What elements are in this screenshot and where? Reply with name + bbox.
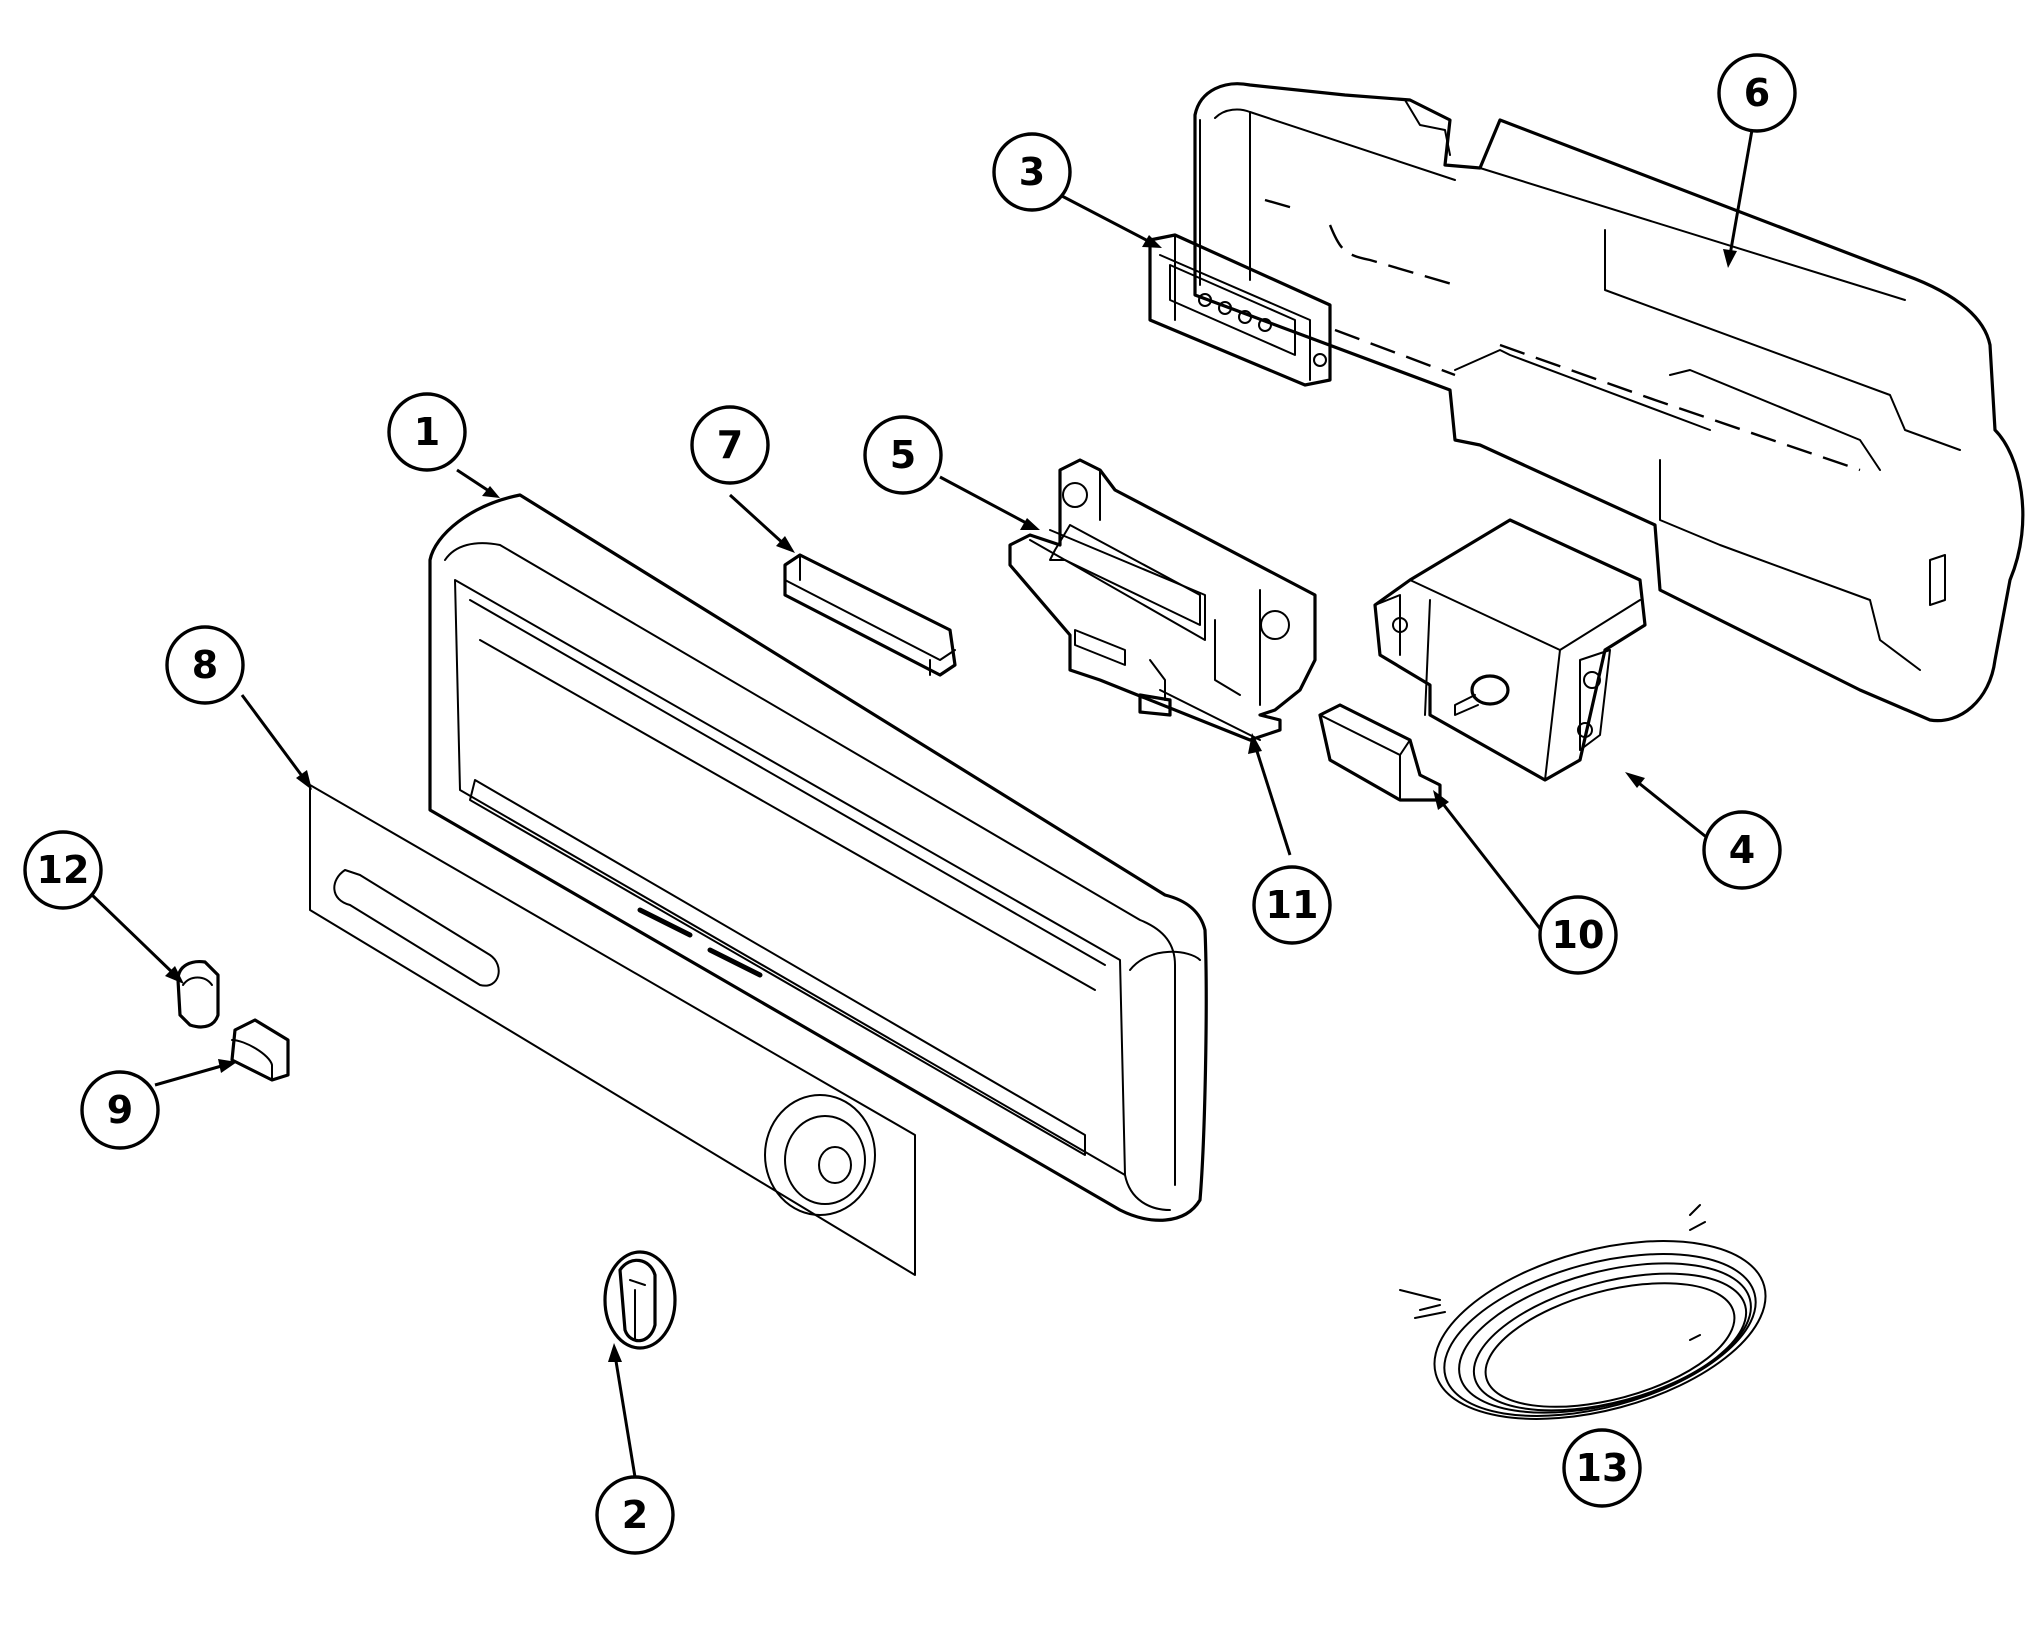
callout-label-12: 12	[37, 848, 90, 892]
callout-1: 1	[387, 392, 467, 472]
button-cap-part	[176, 959, 220, 1029]
callout-label-10: 10	[1552, 913, 1605, 957]
callout-4: 4	[1702, 810, 1782, 890]
callout-label-2: 2	[622, 1493, 648, 1537]
terminal-block-part	[1148, 233, 1332, 387]
callout-label-5: 5	[890, 433, 916, 477]
timer-part	[1373, 518, 1647, 782]
callout-label-4: 4	[1729, 828, 1755, 872]
push-button-part	[230, 1018, 290, 1082]
panel-overlay-part	[309, 784, 916, 1276]
callout-5: 5	[863, 415, 943, 495]
switch-part	[1318, 703, 1442, 802]
callout-8: 8	[165, 625, 245, 705]
callout-11: 11	[1252, 865, 1332, 945]
callout-label-1: 1	[414, 410, 440, 454]
callout-label-6: 6	[1744, 71, 1770, 115]
callout-label-3: 3	[1019, 150, 1045, 194]
callout-3: 3	[992, 132, 1072, 212]
callout-label-11: 11	[1266, 883, 1319, 927]
control-panel-part	[428, 493, 1208, 1222]
leader-lines	[88, 129, 1754, 1478]
callout-2: 2	[595, 1475, 675, 1555]
wire-harness-part	[1399, 1204, 1767, 1420]
callout-9: 9	[80, 1070, 160, 1150]
callout-label-7: 7	[717, 423, 743, 467]
callout-label-8: 8	[192, 643, 218, 687]
control-knob-part	[603, 1250, 677, 1350]
door-latch-part	[1008, 458, 1317, 742]
callout-7: 7	[690, 405, 770, 485]
callout-6: 6	[1717, 53, 1797, 133]
callout-13: 13	[1562, 1428, 1642, 1508]
callout-12: 12	[23, 830, 103, 910]
callout-label-9: 9	[107, 1088, 133, 1132]
handle-insert-part	[783, 553, 957, 677]
callout-10: 10	[1538, 895, 1618, 975]
console-housing-part	[1193, 82, 2025, 723]
callout-label-13: 13	[1576, 1446, 1629, 1490]
